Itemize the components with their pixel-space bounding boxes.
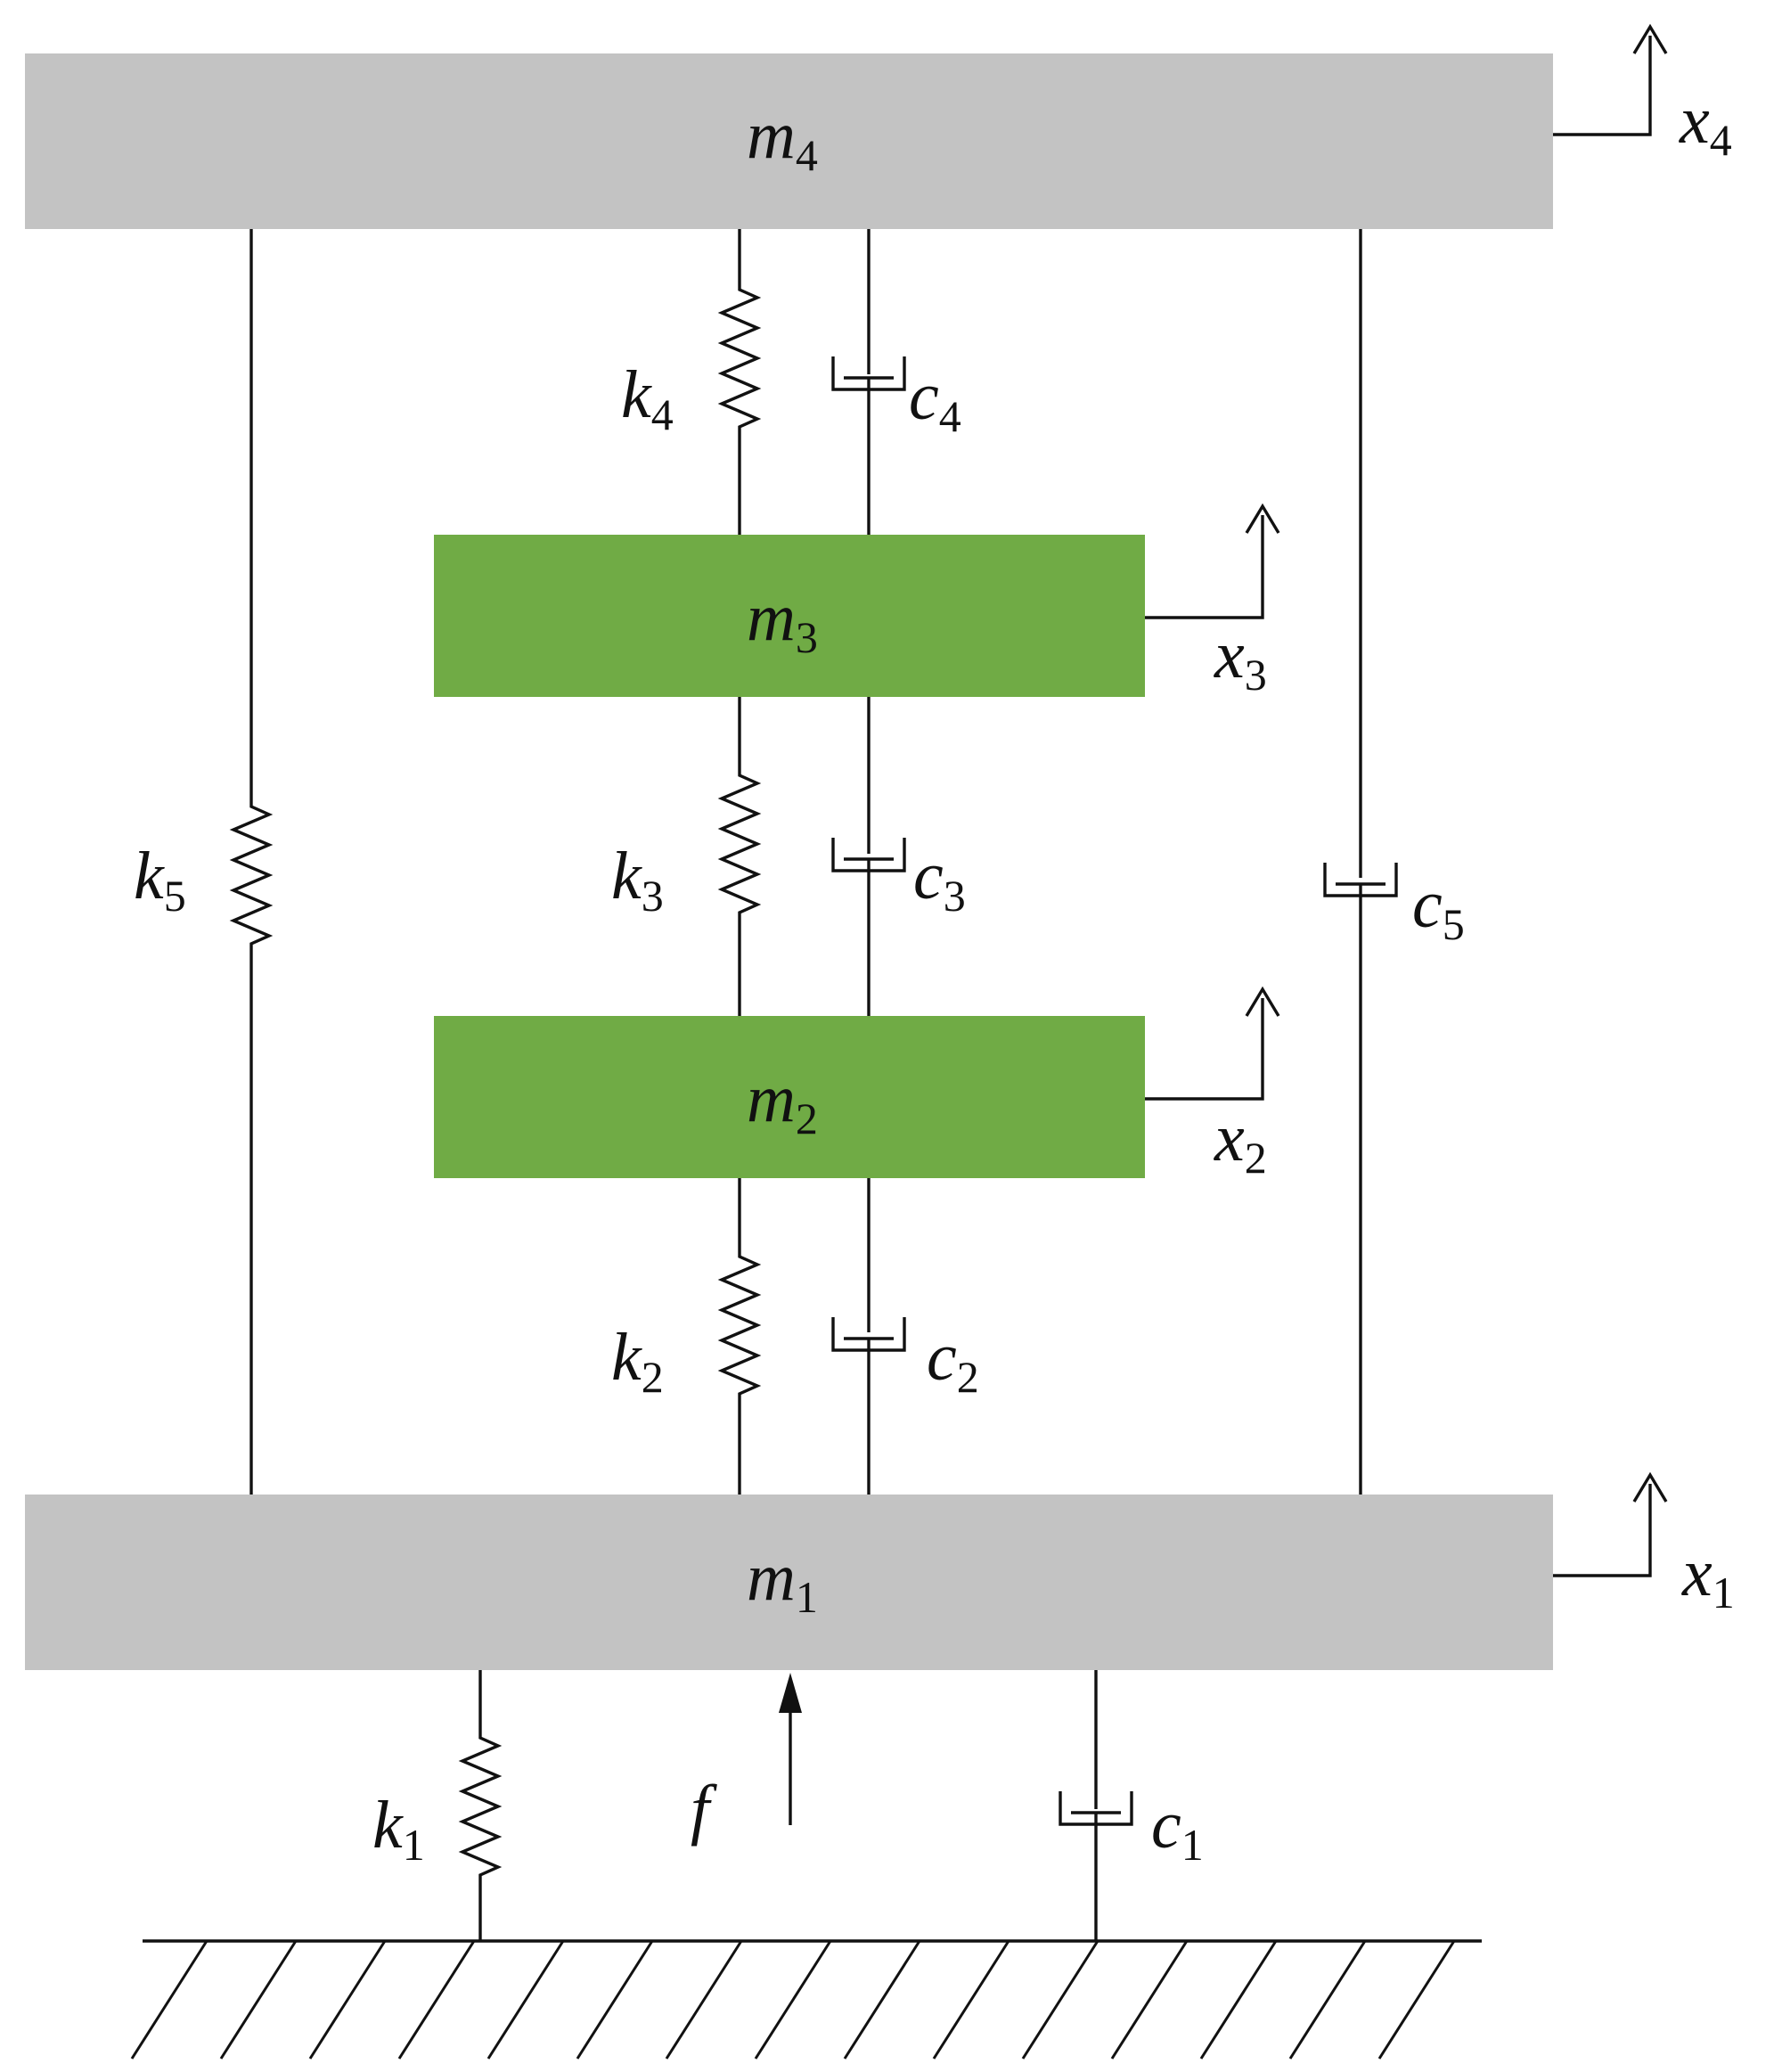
spring-k4-label: k4	[621, 357, 674, 439]
damper-c5: c5	[1323, 229, 1465, 1495]
spring-k2-label: k2	[611, 1320, 664, 1402]
damper-c3-label: c3	[913, 839, 966, 921]
spring-k1-label: k1	[372, 1788, 425, 1870]
ground	[130, 1939, 1482, 2060]
displacement-x1: x1	[1553, 1471, 1735, 1617]
damper-c1-label: c1	[1151, 1788, 1204, 1870]
displacement-x2-label: x2	[1214, 1101, 1267, 1183]
damper-c2-label: c2	[927, 1320, 979, 1402]
mass-m4-block	[25, 53, 1553, 229]
mass-m4-label: m4	[747, 98, 818, 180]
damper-c1: c1	[1059, 1670, 1204, 1941]
mass-m3-block	[434, 535, 1145, 697]
displacement-x2: x2	[1145, 986, 1280, 1183]
ground-hatching	[130, 1940, 1456, 2060]
spring-k1: k1	[372, 1670, 503, 1941]
mass-m1-block	[25, 1495, 1553, 1670]
mass-m1-label: m1	[747, 1540, 818, 1622]
displacement-x4-label: x4	[1679, 83, 1732, 165]
damper-c3: c3	[831, 697, 966, 1016]
displacement-x4: x4	[1553, 23, 1732, 165]
displacement-x1-label: x1	[1681, 1536, 1735, 1617]
mass-m2-block	[434, 1016, 1145, 1178]
spring-k4: k4	[621, 229, 762, 535]
force-f-label: f	[691, 1772, 717, 1847]
displacement-x3: x3	[1145, 503, 1280, 700]
mass-m2-label: m2	[747, 1061, 818, 1143]
spring-k5-label: k5	[134, 839, 186, 921]
force-f-arrow: f	[691, 1673, 802, 1847]
mass-m3-label: m3	[747, 580, 818, 662]
damper-c2: c2	[831, 1178, 979, 1495]
spring-k3-label: k3	[611, 839, 664, 921]
spring-k2: k2	[611, 1178, 762, 1495]
damper-c5-label: c5	[1412, 867, 1465, 949]
spring-k5: k5	[134, 229, 274, 1495]
displacement-x3-label: x3	[1214, 618, 1267, 700]
damper-c4: c4	[831, 229, 961, 535]
damper-c4-label: c4	[909, 359, 961, 441]
spring-k3: k3	[611, 697, 762, 1016]
